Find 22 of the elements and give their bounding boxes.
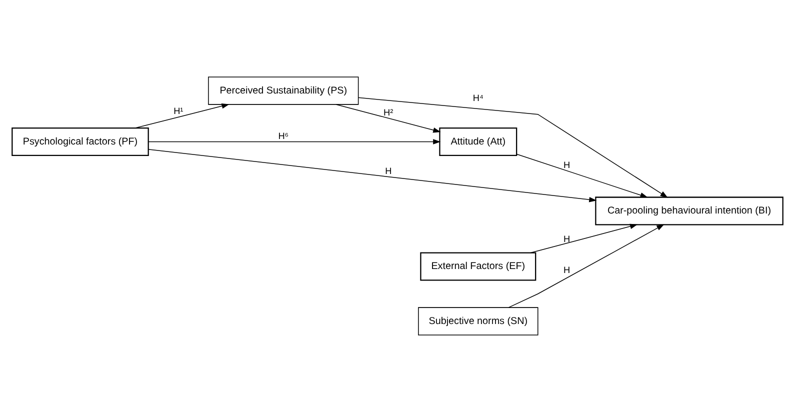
arrow xyxy=(358,97,668,198)
node-box: Perceived Sustainability (PS) xyxy=(208,76,359,105)
node-box: Subjective norms (SN) xyxy=(418,307,538,336)
node-box: Car-pooling behavioural intention (BI) xyxy=(595,196,784,226)
edge-label: H xyxy=(563,234,570,244)
arrow xyxy=(508,224,664,308)
arrow xyxy=(336,104,441,133)
node-box: External Factors (EF) xyxy=(420,252,536,281)
arrow xyxy=(148,149,597,202)
edge-label: H xyxy=(563,160,570,170)
node-box: Psychological factors (PF) xyxy=(12,127,149,156)
edge-label: H xyxy=(385,166,392,176)
arrow xyxy=(530,224,638,254)
arrow xyxy=(134,103,230,128)
edge-label: H² xyxy=(384,108,394,118)
edge-label: H⁶ xyxy=(278,131,289,142)
edge-label: H¹ xyxy=(174,106,184,116)
node-box: Attitude (Att) xyxy=(439,127,518,156)
edge-label: H⁴ xyxy=(472,93,484,104)
arrow xyxy=(516,154,648,198)
edge-label: H xyxy=(563,265,570,276)
arrow xyxy=(148,139,441,144)
